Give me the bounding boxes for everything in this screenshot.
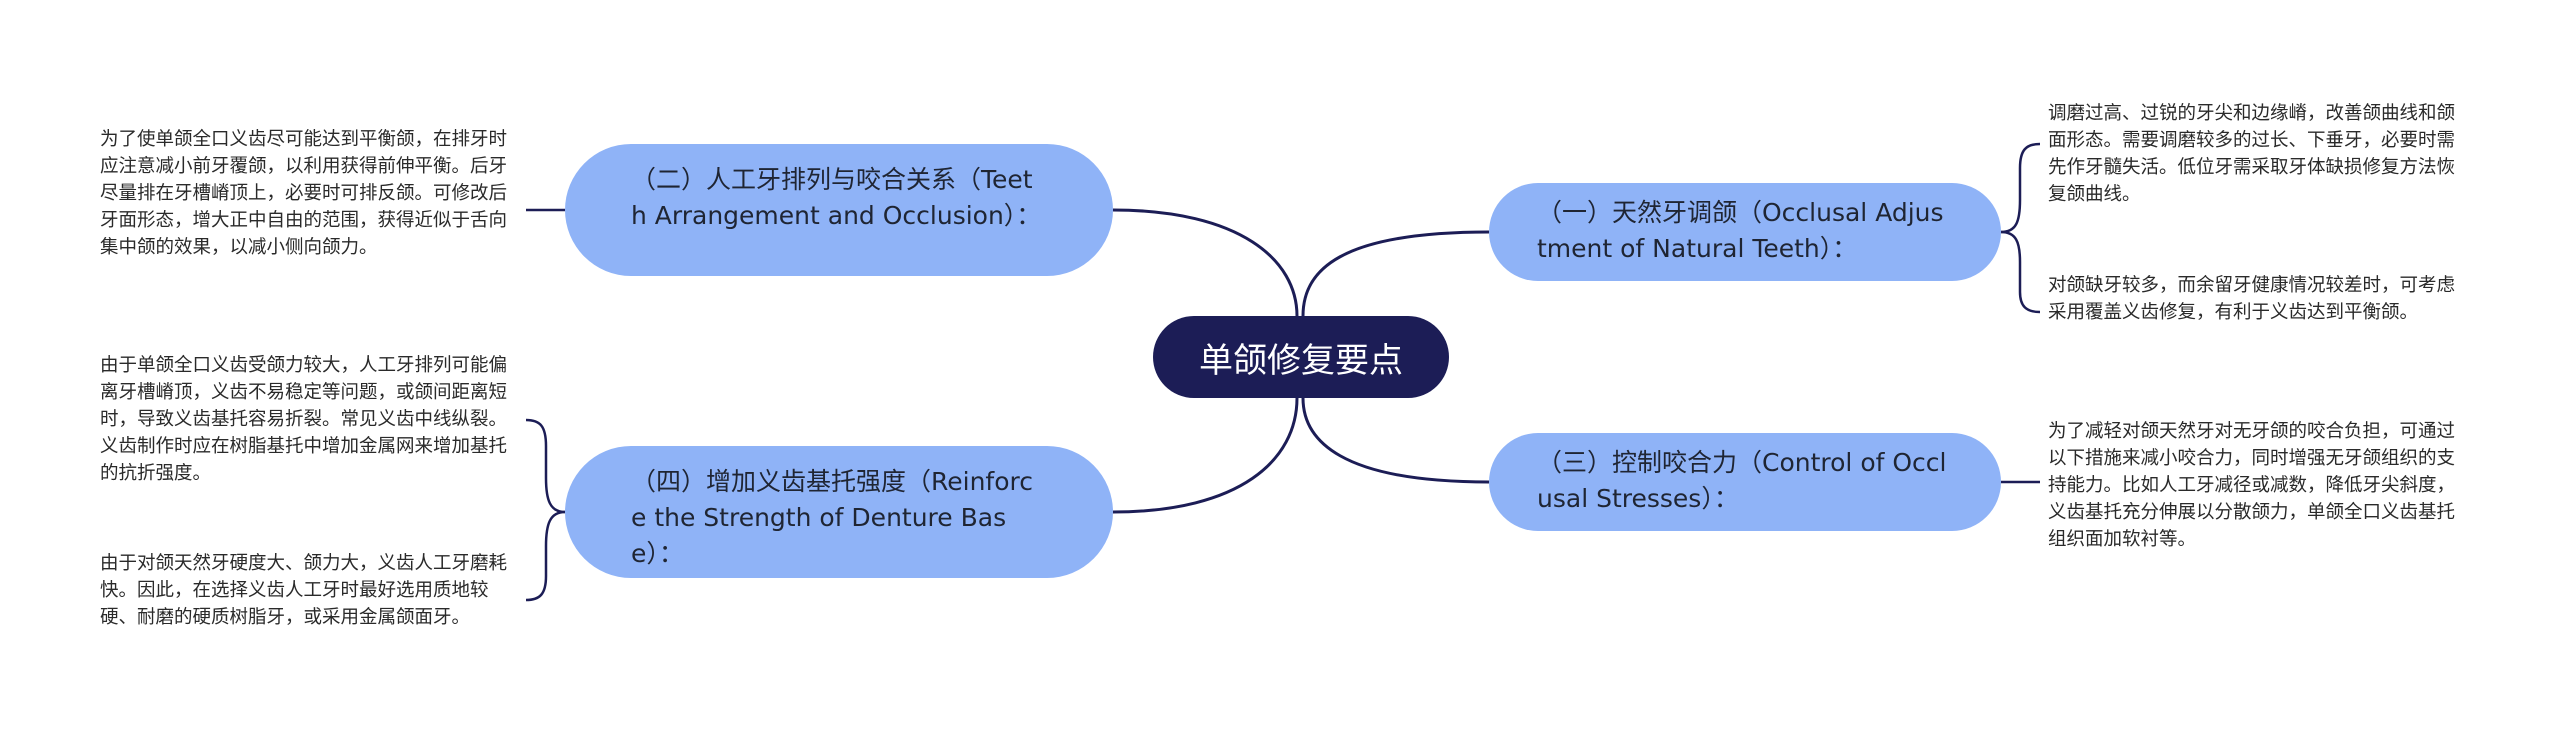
note-reinforce-base-2: 由于对颌天然牙硬度大、颌力大，义齿人工牙磨耗快。因此，在选择义齿人工牙时最好选用… — [100, 553, 508, 628]
branch-occlusal-adjustment[interactable]: （一）天然牙调颌（Occlusal Adjustment of Natural … — [1489, 183, 2001, 281]
connector-b1-bracket-lower — [2000, 230, 2041, 314]
branch-control-occlusal-stresses[interactable]: （三）控制咬合力（Control of Occlusal Stresses）： — [1489, 433, 2001, 531]
note-teeth-arrangement: 为了使单颌全口义齿尽可能达到平衡颌，在排牙时应注意减小前牙覆颌，以利用获得前伸平… — [100, 129, 508, 258]
connector-root-to-b2 — [1112, 208, 1299, 317]
note-reinforce-base-1: 由于单颌全口义齿受颌力较大，人工牙排列可能偏离牙槽嵴顶，义齿不易稳定等问题，或颌… — [100, 355, 508, 484]
connector-root-to-b4 — [1112, 397, 1299, 514]
root-node[interactable]: 单颌修复要点 — [1153, 316, 1449, 398]
branch-teeth-arrangement[interactable]: （二）人工牙排列与咬合关系（Teeth Arrangement and Occl… — [565, 144, 1113, 276]
note-control-occlusal-stresses: 为了减轻对颌天然牙对无牙颌的咬合负担，可通过以下措施来减小咬合力，同时增强无牙颌… — [2048, 421, 2456, 550]
connector-root-to-b3 — [1301, 397, 1490, 484]
connector-b4-bracket-upper — [525, 418, 566, 514]
note-occlusal-adjustment-1: 调磨过高、过锐的牙尖和边缘嵴，改善颌曲线和颌面形态。需要调磨较多的过长、下垂牙，… — [2048, 103, 2456, 205]
connector-root-to-b1 — [1301, 230, 1490, 317]
connector-b4-bracket-lower — [525, 510, 566, 602]
note-occlusal-adjustment-2: 对颌缺牙较多，而余留牙健康情况较差时，可考虑采用覆盖义齿修复，有利于义齿达到平衡… — [2048, 275, 2456, 323]
branch-reinforce-denture-base[interactable]: （四）增加义齿基托强度（Reinforce the Strength of De… — [565, 446, 1113, 578]
connector-b1-bracket — [2000, 142, 2041, 234]
